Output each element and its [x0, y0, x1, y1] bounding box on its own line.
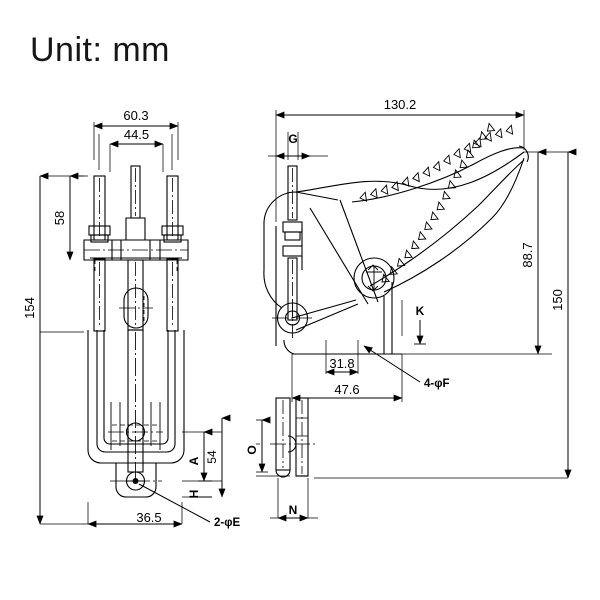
dim-front-upper-height: 58 [52, 211, 67, 225]
dim-side-overall-height: 150 [550, 289, 565, 311]
label-spindle-a: A [187, 456, 201, 465]
page-title: Unit: mm [30, 31, 170, 69]
label-spindle-g: G [288, 132, 297, 146]
dim-front-overall-height: 154 [22, 297, 37, 319]
label-lower-o: O [245, 445, 259, 454]
note-4-phi-f: 4-φF [424, 378, 449, 390]
side-view-extension-lines [256, 110, 570, 518]
side-view-dimensions [256, 111, 577, 522]
dim-side-base-length: 47.6 [334, 382, 359, 397]
dim-front-overall-width: 60.3 [123, 108, 148, 123]
front-view-geometry [83, 165, 189, 498]
dim-side-handle-height: 88.7 [520, 242, 535, 267]
dim-front-bolt-spacing: 44.5 [124, 127, 149, 142]
dim-front-base-hole-height: 54 [205, 450, 219, 464]
front-view-dimensions [36, 122, 231, 528]
label-flange-k: K [416, 304, 425, 318]
label-base-h: H [187, 490, 201, 499]
side-view-geometry [263, 145, 529, 478]
note-2-phi-e: 2-φE [214, 517, 240, 529]
dim-front-base-width: 36.5 [136, 510, 161, 525]
dim-side-hole-spacing: 31.8 [329, 356, 354, 371]
dim-side-overall-length: 130.2 [384, 97, 417, 112]
handle-grip-texture [359, 122, 514, 283]
label-bottom-n: N [289, 503, 298, 517]
